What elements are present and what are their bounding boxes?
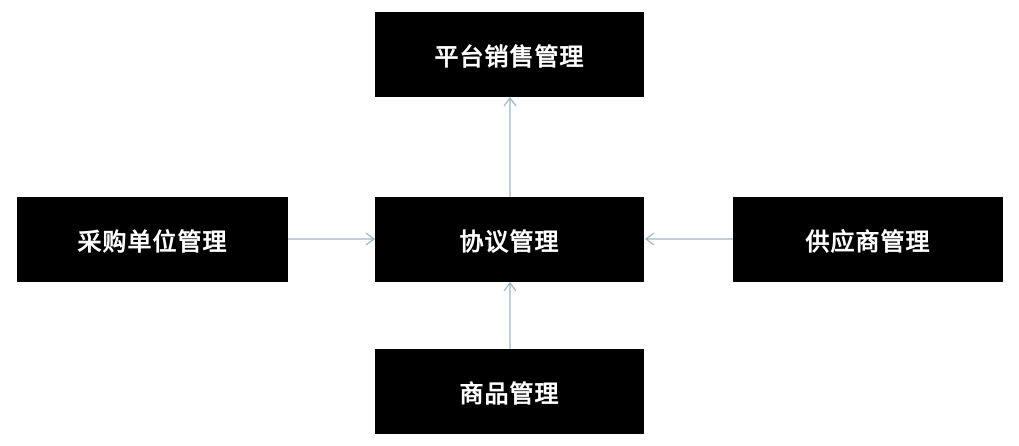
node-label: 供应商管理 [805,228,931,256]
arrow-center-to-top [503,96,517,197]
node-agreement-management: 协议管理 [375,197,644,282]
node-label: 采购单位管理 [77,228,228,256]
node-label: 商品管理 [459,380,560,408]
node-platform-sales-management: 平台销售管理 [375,12,644,97]
node-purchaser-management: 采购单位管理 [17,197,288,282]
node-label: 协议管理 [459,228,560,256]
arrow-bottom-to-center [503,281,517,349]
arrow-left-to-center [288,232,376,246]
node-label: 平台销售管理 [434,43,585,71]
node-product-management: 商品管理 [375,349,644,434]
arrow-right-to-center [644,232,733,246]
node-supplier-management: 供应商管理 [733,197,1003,282]
